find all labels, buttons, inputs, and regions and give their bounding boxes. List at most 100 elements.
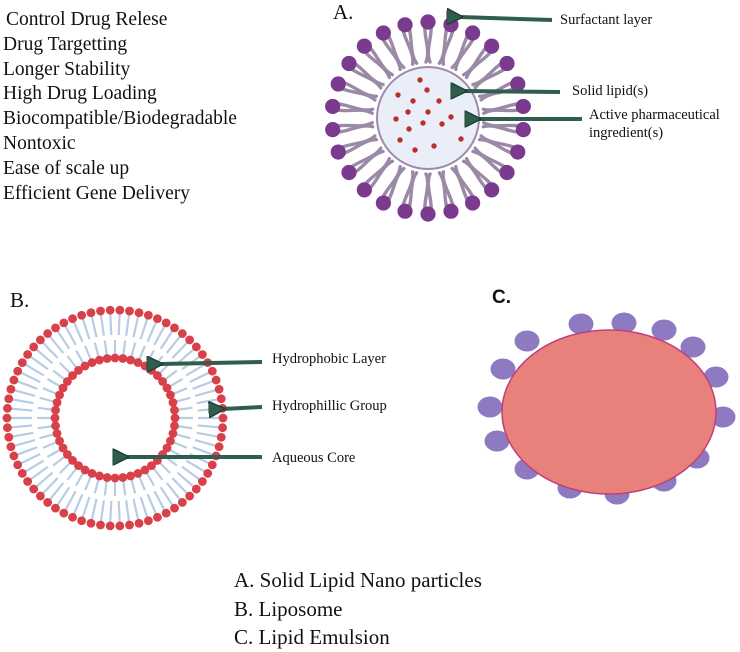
lipid-head — [170, 323, 179, 333]
lipid-head — [214, 384, 224, 394]
lipid-head — [161, 508, 171, 518]
emulsifier-droplet — [680, 336, 706, 358]
lipid-head — [23, 350, 33, 359]
liposome — [2, 305, 228, 531]
surfactant-head — [397, 203, 413, 219]
lipid-tail — [46, 378, 61, 387]
lipid-tail — [189, 371, 210, 383]
lipid-head — [35, 335, 45, 345]
api-dot — [431, 143, 437, 149]
lipid-tail — [185, 459, 205, 473]
lipid-tail — [178, 425, 193, 430]
lipid-tail — [42, 387, 57, 395]
lipid-tail — [194, 389, 216, 397]
surfactant-heads — [325, 14, 531, 222]
panel-b-letter: B. — [10, 288, 30, 312]
emulsifier-droplet — [611, 312, 637, 334]
lipid-head — [166, 390, 175, 400]
lipid-head — [197, 477, 207, 486]
lipid-head — [125, 520, 134, 530]
lipid-head — [17, 358, 27, 368]
lipid-head — [140, 465, 150, 475]
lipid-head — [143, 516, 153, 526]
lipid-head — [177, 498, 187, 507]
lipid-head — [87, 469, 97, 478]
api-dot — [420, 120, 426, 126]
lipid-head — [125, 306, 134, 316]
lipid-tail — [84, 476, 92, 491]
lipid-head — [43, 498, 53, 507]
surfactant-head — [499, 164, 515, 181]
surfactant-head — [341, 164, 357, 181]
lipid-head — [153, 371, 162, 380]
lipid-head — [115, 305, 125, 315]
lipid-tail — [90, 316, 98, 338]
lipid-head — [3, 403, 12, 413]
lipid-head — [52, 429, 62, 438]
lipid-head — [9, 375, 19, 385]
lipid-tail — [84, 345, 92, 360]
emulsifier-droplet — [484, 430, 510, 452]
lipid-tail — [103, 481, 108, 496]
lipid-tail — [52, 456, 65, 467]
lipid-tail — [165, 336, 181, 354]
emulsifier-droplet — [477, 396, 503, 418]
emulsifier-droplet — [568, 313, 594, 335]
lipid-head — [23, 477, 33, 486]
lipid-head — [80, 465, 90, 475]
api-dot — [406, 126, 412, 132]
lipid-tail — [52, 369, 65, 380]
lipid-tail — [11, 407, 33, 412]
lipid-tail — [132, 316, 140, 338]
lipid-tail — [165, 369, 178, 380]
bilayer-tails — [11, 314, 219, 522]
lipid-head — [161, 318, 171, 328]
lipid-head — [96, 520, 105, 530]
lipid-tail — [14, 389, 36, 397]
lipid-head — [29, 484, 39, 494]
lipid-tail — [153, 468, 164, 481]
lipid-head — [74, 365, 83, 375]
lipid-head — [158, 377, 168, 386]
api-dot — [417, 77, 423, 83]
lipid-tail — [146, 321, 157, 343]
hydrophobic-layer-label: Hydrophobic Layer — [272, 351, 386, 367]
lipid-tail — [46, 449, 61, 458]
lipid-head — [51, 323, 60, 333]
lipid-tail — [176, 471, 195, 488]
property-list: Control Drug Relese Drug Targetting Long… — [3, 8, 237, 206]
lipid-tail — [146, 493, 157, 515]
lipid-tail — [37, 406, 52, 411]
lipid-tail — [192, 446, 213, 456]
lipid-head — [6, 442, 16, 452]
lipid-head — [77, 310, 87, 320]
lipid-tail — [176, 348, 195, 365]
emulsifier-droplet — [703, 366, 729, 388]
lipid-tail — [153, 325, 166, 346]
lipid-head — [115, 521, 125, 531]
surfactant-head — [325, 98, 341, 115]
lipid-tail — [138, 476, 146, 491]
lipid-head — [55, 436, 64, 446]
api-dot — [425, 109, 431, 115]
lipid-head — [86, 518, 96, 528]
lipid-head — [185, 335, 195, 345]
lipid-head — [177, 329, 187, 338]
api-dot — [397, 137, 403, 143]
lipid-tail — [122, 340, 127, 355]
arrow-hydrophilic — [222, 407, 263, 409]
lipid-tail — [196, 398, 218, 405]
lipid-tail — [139, 496, 149, 518]
lipid-head — [218, 413, 228, 423]
api-dot — [393, 116, 399, 122]
lipid-head — [197, 350, 207, 359]
lipid-head — [68, 456, 77, 465]
surfactant-layer-label: Surfactant layer — [560, 12, 653, 28]
surfactant-head — [499, 55, 515, 72]
surfactant-head — [325, 121, 341, 138]
lipid-tail — [176, 433, 191, 440]
lipid-head — [170, 421, 179, 431]
lipid-tail — [159, 462, 171, 474]
arrow-solid-lipid — [464, 91, 561, 92]
lipid-tail — [17, 446, 38, 456]
